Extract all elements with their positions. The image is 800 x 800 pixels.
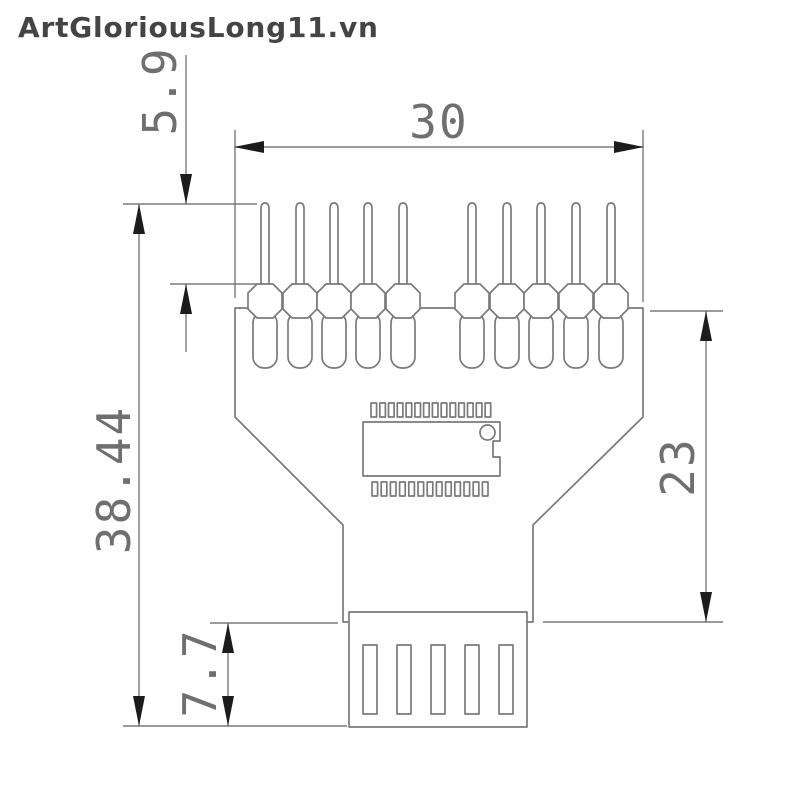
header-pin bbox=[329, 202, 339, 286]
header-block-tab bbox=[459, 311, 485, 369]
ic-pin bbox=[435, 481, 443, 497]
header-pin bbox=[536, 202, 546, 286]
arrowhead-up bbox=[180, 284, 192, 314]
dim-overall-height-label: 38.44 bbox=[87, 406, 141, 554]
dimension-body-height: 23 bbox=[543, 310, 723, 623]
usb-slot bbox=[362, 644, 378, 715]
dimension-top-width: 30 bbox=[234, 95, 644, 302]
arrowhead-left bbox=[234, 141, 264, 153]
ic-pin bbox=[440, 402, 448, 418]
header-pin bbox=[260, 202, 270, 286]
usb-slot bbox=[430, 644, 446, 715]
ic-pin bbox=[414, 402, 422, 418]
usb-slot bbox=[396, 644, 412, 715]
header-block-tab bbox=[321, 311, 347, 369]
header-block bbox=[316, 283, 352, 319]
ic-pin bbox=[431, 402, 439, 418]
header-block-tab bbox=[563, 311, 589, 369]
header-block bbox=[385, 283, 421, 319]
ic-pin bbox=[422, 402, 431, 418]
usb-slot bbox=[464, 644, 480, 715]
ic-pin bbox=[426, 481, 434, 497]
dimension-pin-exposure: 5.9 bbox=[123, 46, 257, 352]
dimension-overall-height: 38.44 bbox=[87, 204, 347, 727]
header-block bbox=[593, 283, 629, 319]
header-block bbox=[282, 283, 318, 319]
dim-pin-exposure-label: 5.9 bbox=[133, 46, 187, 135]
ic-pins-top bbox=[370, 402, 492, 418]
header-block-tab bbox=[528, 311, 554, 369]
dim-connector-height-label: 7.7 bbox=[173, 628, 227, 717]
arrowhead-down bbox=[700, 592, 712, 622]
header-block-tab bbox=[287, 311, 313, 369]
header-pin bbox=[295, 202, 305, 286]
header-pin bbox=[502, 202, 512, 286]
dim-top-width-label: 30 bbox=[409, 95, 468, 149]
ic-pin bbox=[475, 402, 483, 418]
header-block-tab bbox=[252, 311, 278, 369]
ic-pin bbox=[380, 481, 388, 497]
ic-pin bbox=[453, 481, 462, 497]
ic-pin bbox=[378, 402, 387, 418]
header-block-tab bbox=[494, 311, 520, 369]
ic-pin bbox=[387, 402, 395, 418]
ic-pin bbox=[466, 402, 474, 418]
ic-pin bbox=[405, 402, 413, 418]
header-block bbox=[350, 283, 386, 319]
header-block bbox=[247, 283, 283, 319]
header-pin bbox=[606, 202, 616, 286]
header-pin bbox=[363, 202, 373, 286]
header-block bbox=[454, 283, 490, 319]
ic-pin bbox=[398, 481, 407, 497]
ic-pin bbox=[481, 481, 489, 497]
watermark-text: ArtGloriousLong11.vn bbox=[18, 11, 379, 44]
ic-pin bbox=[370, 402, 378, 418]
header-block bbox=[558, 283, 594, 319]
ic-pin bbox=[407, 481, 416, 497]
ic-pin bbox=[484, 402, 492, 418]
arrowhead-up bbox=[133, 204, 145, 234]
ic-pin bbox=[457, 402, 466, 418]
dim-body-height-label: 23 bbox=[651, 437, 705, 496]
pin-header-pins bbox=[260, 202, 616, 286]
ic-pin bbox=[417, 481, 425, 497]
usb-slot bbox=[498, 644, 514, 715]
header-block-tab bbox=[355, 311, 381, 369]
header-block bbox=[489, 283, 525, 319]
ic-pin1-dot bbox=[479, 424, 496, 441]
ic-pin bbox=[444, 481, 453, 497]
arrowhead-down bbox=[222, 696, 234, 726]
arrowhead-down bbox=[133, 696, 145, 726]
usb-connector bbox=[348, 611, 528, 728]
ic-pins-bottom bbox=[371, 481, 489, 497]
ic-chip bbox=[362, 402, 501, 497]
header-block-tab bbox=[598, 311, 624, 369]
ic-pin bbox=[389, 481, 397, 497]
arrowhead-up bbox=[700, 311, 712, 341]
header-block-tab bbox=[390, 311, 416, 369]
header-pin bbox=[571, 202, 581, 286]
dimension-connector-height: 7.7 bbox=[173, 622, 338, 726]
header-block bbox=[523, 283, 559, 319]
arrowhead-right bbox=[614, 141, 644, 153]
arrowhead-up bbox=[222, 623, 234, 653]
ic-pin bbox=[463, 481, 471, 497]
header-pin bbox=[467, 202, 477, 286]
ic-pin bbox=[449, 402, 457, 418]
ic-body bbox=[362, 421, 501, 477]
arrowhead-down bbox=[180, 174, 192, 204]
header-pin bbox=[398, 202, 408, 286]
ic-pin bbox=[472, 481, 480, 497]
ic-pin bbox=[371, 481, 379, 497]
ic-pin bbox=[396, 402, 404, 418]
